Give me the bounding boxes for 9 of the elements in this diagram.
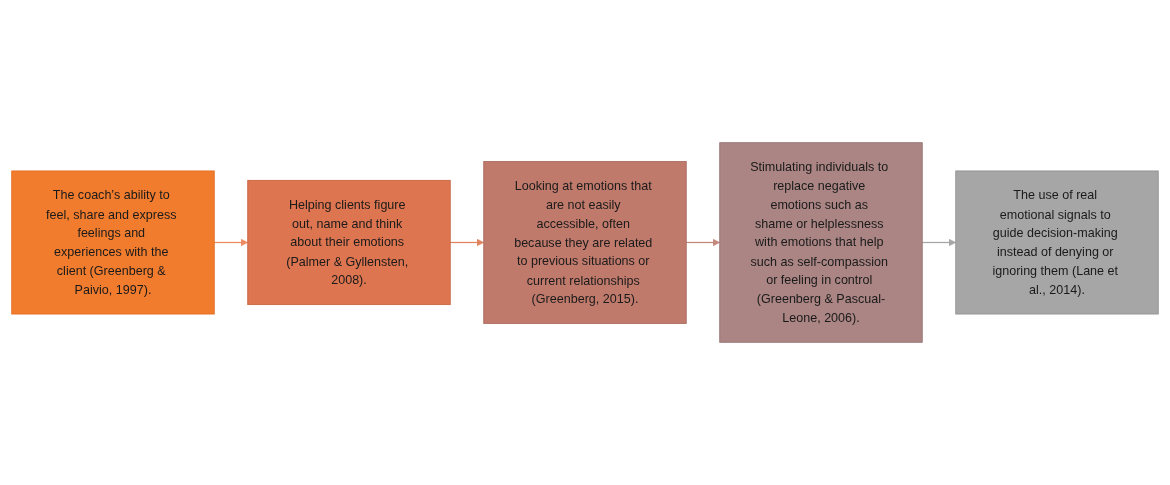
arrow xyxy=(685,238,721,247)
node-box: The coach’s ability to feel, share and express feelings and experiences with the client (Greenberg & Paivio, 1997). xyxy=(11,170,215,315)
node-box: Stimulating individuals to replace negative emotions such as shame or helplessness with emotions that help such as self-compassion or feeling in control (Greenberg & Pascual-Leone, 2006). xyxy=(719,142,923,343)
node-box: The use of real emotional signals to guide decision-making instead of denying or ignoring them (Lane et al., 2014). xyxy=(955,170,1159,315)
arrow xyxy=(921,238,957,247)
arrow xyxy=(449,238,485,247)
node-box: Helping clients figure out, name and think about their emotions (Palmer & Gyllensten, 2008). xyxy=(247,179,451,306)
node-box: Looking at emotions that are not easily accessible, often because they are related to previous situations or current relationships (Greenberg, 2015). xyxy=(483,161,687,324)
arrow xyxy=(213,238,249,247)
